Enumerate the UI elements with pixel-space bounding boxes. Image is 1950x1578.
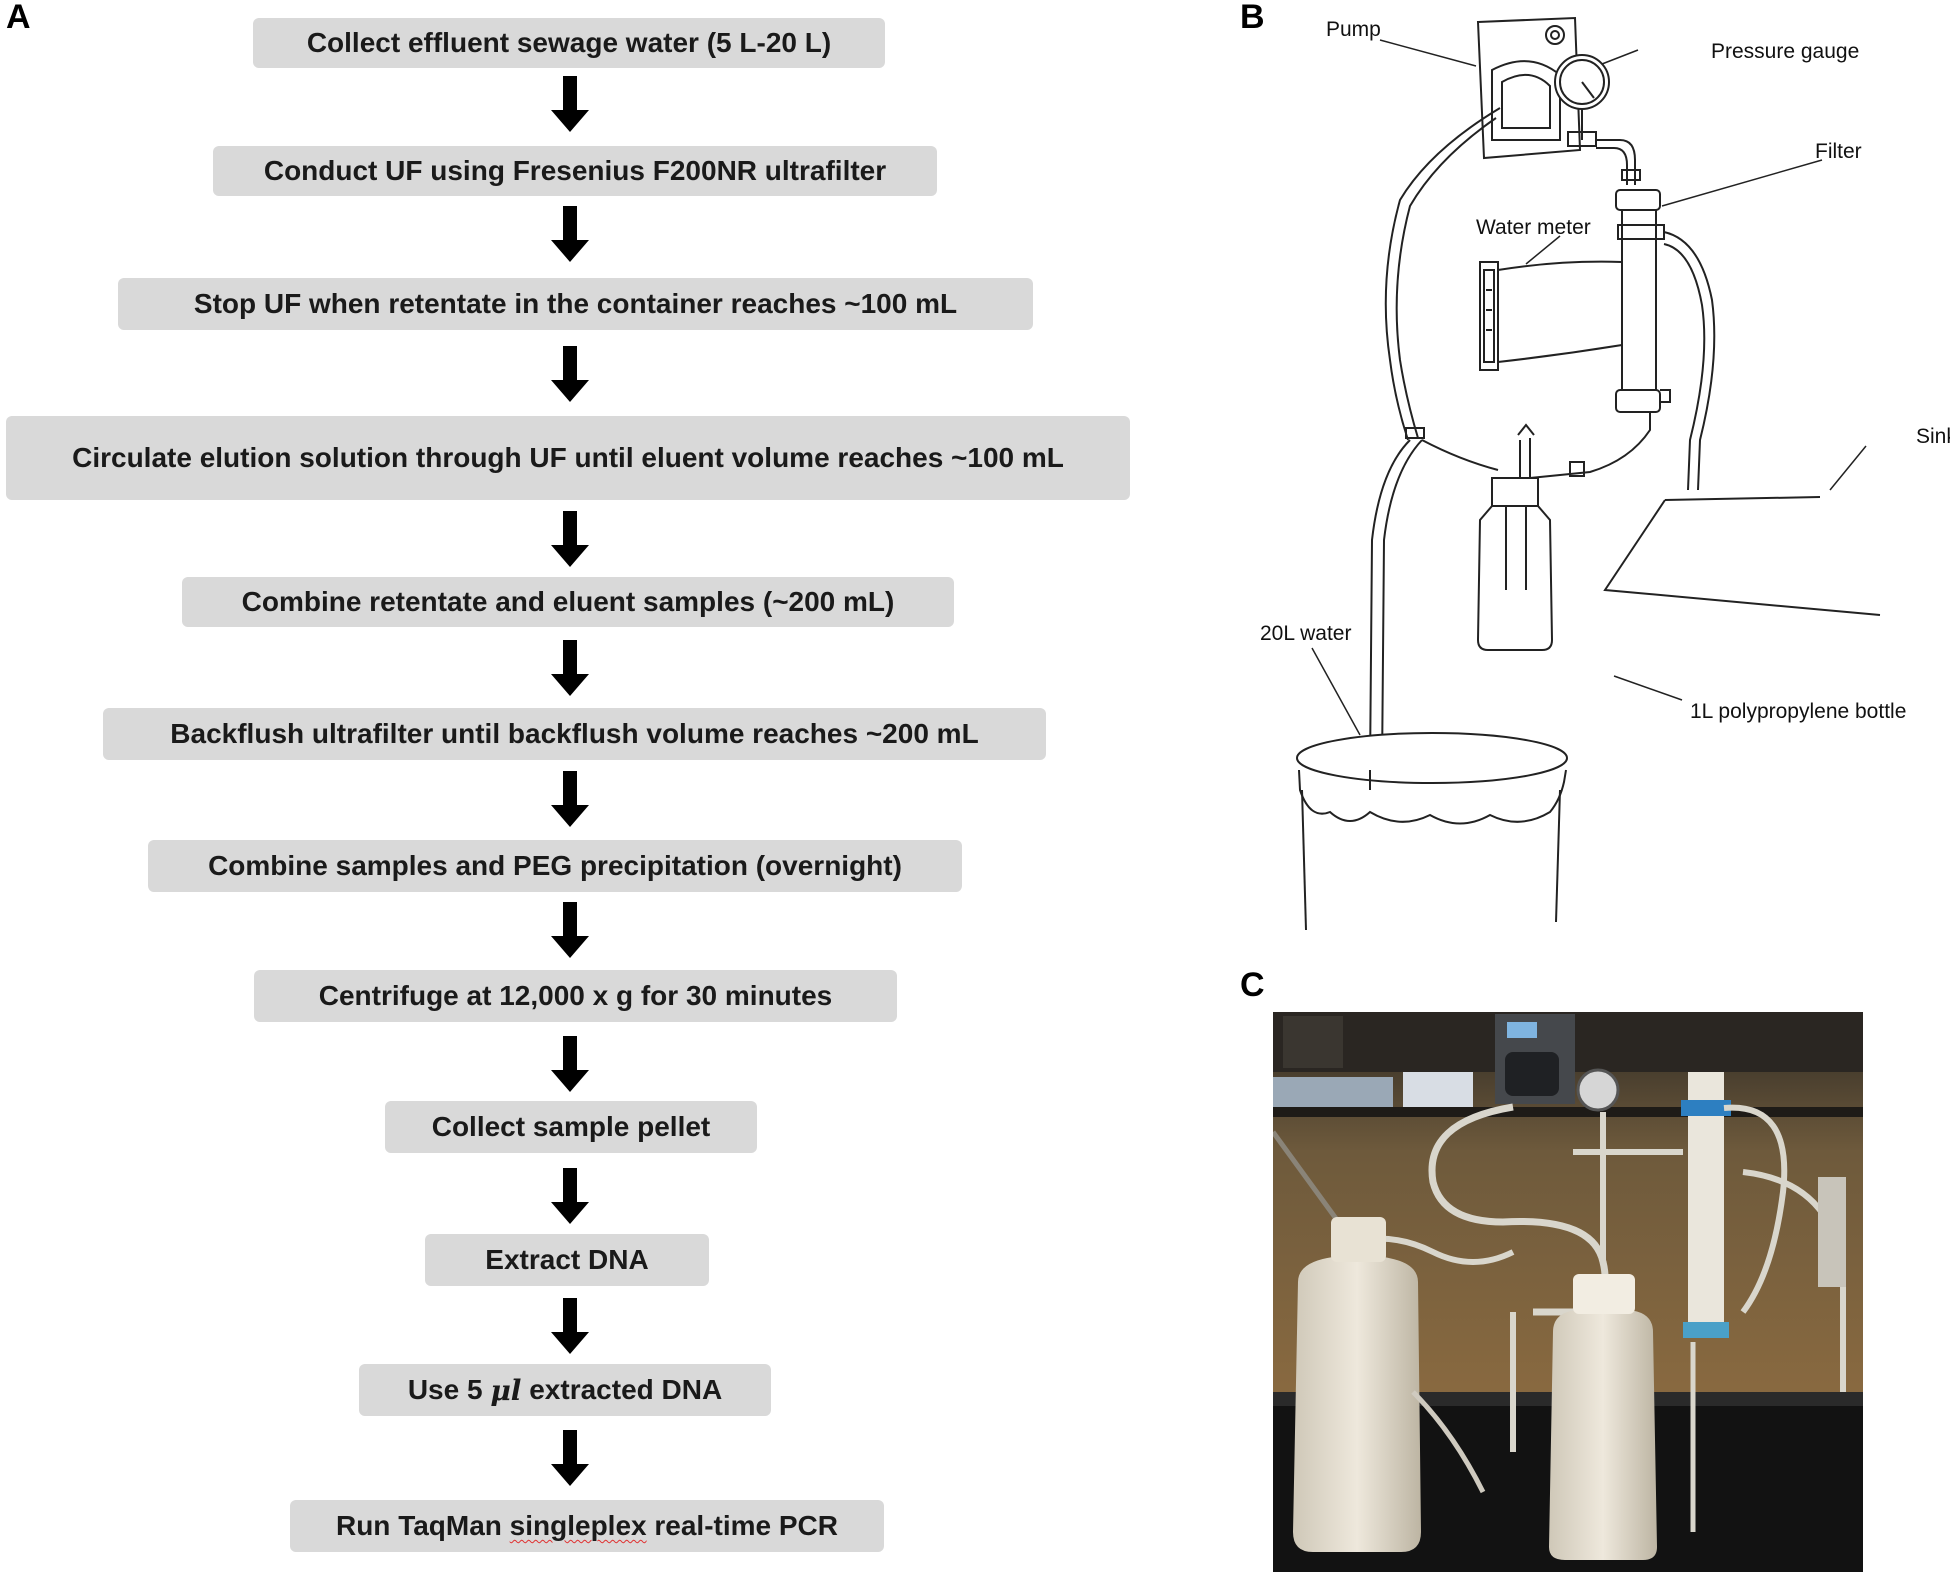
step-conduct-uf: Conduct UF using Fresenius F200NR ultraf…	[213, 146, 937, 196]
step-use-unit: μl	[490, 1373, 522, 1407]
water-container-icon	[1296, 732, 1568, 931]
arrow-down-icon	[551, 902, 589, 958]
step-circulate-elution: Circulate elution solution through UF un…	[6, 416, 1130, 500]
step-extract-dna: Extract DNA	[425, 1234, 709, 1286]
label-sink: Sink	[1916, 425, 1950, 448]
label-water-meter: Water meter	[1476, 216, 1591, 239]
label-20l-water: 20L water	[1260, 622, 1351, 645]
arrow-down-icon	[551, 1298, 589, 1354]
label-filter: Filter	[1815, 140, 1862, 163]
step-collect-pellet: Collect sample pellet	[385, 1101, 757, 1153]
panel-label-b: B	[1240, 0, 1265, 36]
arrow-down-icon	[551, 1430, 589, 1486]
pressure-gauge-icon	[1554, 54, 1610, 147]
apparatus-photo	[1273, 1012, 1863, 1572]
arrow-down-icon	[551, 346, 589, 402]
label-pressure-gauge: Pressure gauge	[1711, 40, 1859, 63]
step-stop-uf: Stop UF when retentate in the container …	[118, 278, 1033, 330]
label-pump: Pump	[1326, 18, 1381, 41]
filter-icon	[1615, 189, 1671, 413]
step-collect-sewage: Collect effluent sewage water (5 L-20 L)	[253, 18, 885, 68]
step-run-underlined: singleplex	[509, 1510, 647, 1541]
arrow-down-icon	[551, 771, 589, 827]
step-combine-retentate: Combine retentate and eluent samples (~2…	[182, 577, 954, 627]
arrow-down-icon	[551, 206, 589, 262]
step-run-pcr: Run TaqMan singleplex real-time PCR	[290, 1500, 884, 1552]
water-meter-icon	[1479, 260, 1623, 371]
step-run-before: Run TaqMan	[335, 1510, 510, 1541]
label-bottle: 1L polypropylene bottle	[1690, 700, 1906, 723]
arrow-down-icon	[551, 511, 589, 567]
step-centrifuge: Centrifuge at 12,000 x g for 30 minutes	[254, 970, 897, 1022]
arrow-down-icon	[551, 1036, 589, 1092]
apparatus-diagram: Pump Pressure gauge Filter Water meter S…	[1260, 16, 1950, 931]
step-use-extracted-dna: Use 5 μl extracted DNA	[359, 1364, 771, 1416]
step-peg-precipitation: Combine samples and PEG precipitation (o…	[148, 840, 962, 892]
step-use-suffix: extracted DNA	[521, 1374, 723, 1405]
arrow-down-icon	[551, 76, 589, 132]
arrow-down-icon	[551, 1168, 589, 1224]
sink-icon	[1603, 496, 1881, 616]
panel-label-a: A	[6, 0, 31, 36]
arrow-down-icon	[551, 640, 589, 696]
step-backflush: Backflush ultrafilter until backflush vo…	[103, 708, 1046, 760]
bottle-icon	[1476, 477, 1554, 651]
step-run-after: real-time PCR	[646, 1510, 839, 1541]
pump-icon	[1476, 16, 1582, 160]
step-use-prefix: Use 5	[407, 1374, 491, 1405]
panel-label-c: C	[1240, 966, 1265, 1004]
